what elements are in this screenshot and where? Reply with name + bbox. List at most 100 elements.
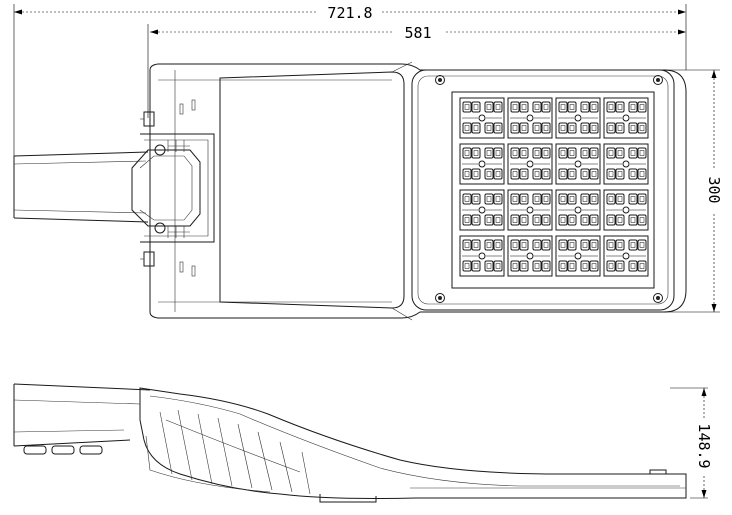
led-module — [555, 235, 601, 277]
led-lens — [637, 168, 647, 180]
led-lens — [484, 122, 494, 134]
led-lens — [510, 214, 520, 226]
led-lens — [589, 147, 599, 159]
led-lens — [589, 214, 599, 226]
dimension-overall-length: 721.8 — [13, 3, 687, 156]
led-lens — [637, 260, 647, 272]
led-lens — [471, 101, 481, 113]
led-lens — [615, 260, 625, 272]
led-lens — [510, 122, 520, 134]
led-lens — [510, 260, 520, 272]
led-lens — [567, 193, 577, 205]
led-lens — [541, 193, 551, 205]
led-lens — [628, 260, 638, 272]
led-lens — [519, 193, 529, 205]
led-lens — [580, 193, 590, 205]
led-lens — [462, 214, 472, 226]
led-lens — [532, 260, 542, 272]
led-lens — [628, 122, 638, 134]
led-lens — [589, 193, 599, 205]
led-lens — [558, 168, 568, 180]
rear-slots — [179, 99, 196, 277]
led-lens — [615, 214, 625, 226]
led-lens — [541, 147, 551, 159]
led-lens — [471, 214, 481, 226]
led-module — [603, 189, 649, 231]
led-module — [459, 97, 505, 139]
led-lens — [606, 260, 616, 272]
corner-screw-icon — [435, 75, 445, 85]
led-lens — [606, 239, 616, 251]
led-lens — [471, 239, 481, 251]
led-lens — [493, 101, 503, 113]
led-lens — [606, 214, 616, 226]
led-lens — [484, 168, 494, 180]
body-length-label: 581 — [404, 24, 431, 42]
side-view — [13, 383, 687, 503]
led-lens — [558, 101, 568, 113]
led-lens — [493, 239, 503, 251]
housing-outline — [149, 63, 687, 319]
led-lens — [484, 147, 494, 159]
led-lens — [541, 122, 551, 134]
led-lens — [628, 193, 638, 205]
led-module — [459, 143, 505, 185]
led-lens — [637, 122, 647, 134]
side-screws — [140, 111, 155, 267]
clamp-bolts — [23, 445, 103, 455]
led-lens — [558, 239, 568, 251]
dimension-head-width: 300 — [664, 69, 724, 313]
led-lens — [462, 193, 472, 205]
led-lens — [637, 193, 647, 205]
led-lens — [567, 214, 577, 226]
led-lens — [510, 101, 520, 113]
led-lens — [471, 193, 481, 205]
mounting-arm — [13, 151, 149, 223]
dimension-height: 148.9 — [670, 387, 714, 499]
led-lens — [615, 101, 625, 113]
led-lens — [606, 168, 616, 180]
led-lens — [541, 260, 551, 272]
led-lens — [606, 101, 616, 113]
led-lens — [615, 147, 625, 159]
led-lens — [589, 260, 599, 272]
led-lens — [580, 122, 590, 134]
led-lens — [558, 122, 568, 134]
led-lens — [510, 168, 520, 180]
led-lens — [519, 260, 529, 272]
led-lens — [606, 147, 616, 159]
led-lens — [532, 147, 542, 159]
led-lens — [510, 147, 520, 159]
led-lens — [471, 122, 481, 134]
led-lens — [510, 239, 520, 251]
led-lens — [532, 239, 542, 251]
led-lens — [493, 193, 503, 205]
led-lens — [637, 147, 647, 159]
led-lens — [580, 168, 590, 180]
led-lens — [628, 168, 638, 180]
led-module — [507, 235, 553, 277]
led-module — [459, 235, 505, 277]
led-head — [411, 69, 675, 311]
led-lens — [580, 147, 590, 159]
led-lens — [462, 101, 472, 113]
led-module — [459, 189, 505, 231]
led-lens — [628, 101, 638, 113]
head-width-label: 300 — [705, 176, 723, 203]
led-lens — [606, 122, 616, 134]
side-housing-outline — [139, 387, 687, 499]
led-lens — [510, 193, 520, 205]
led-module — [507, 143, 553, 185]
led-lens — [493, 214, 503, 226]
led-lens — [580, 260, 590, 272]
led-lens — [558, 147, 568, 159]
led-lens — [532, 101, 542, 113]
led-module — [555, 143, 601, 185]
led-lens — [519, 101, 529, 113]
led-module — [555, 97, 601, 139]
led-lens — [462, 122, 472, 134]
led-lens — [519, 122, 529, 134]
led-module — [507, 97, 553, 139]
led-module — [507, 189, 553, 231]
